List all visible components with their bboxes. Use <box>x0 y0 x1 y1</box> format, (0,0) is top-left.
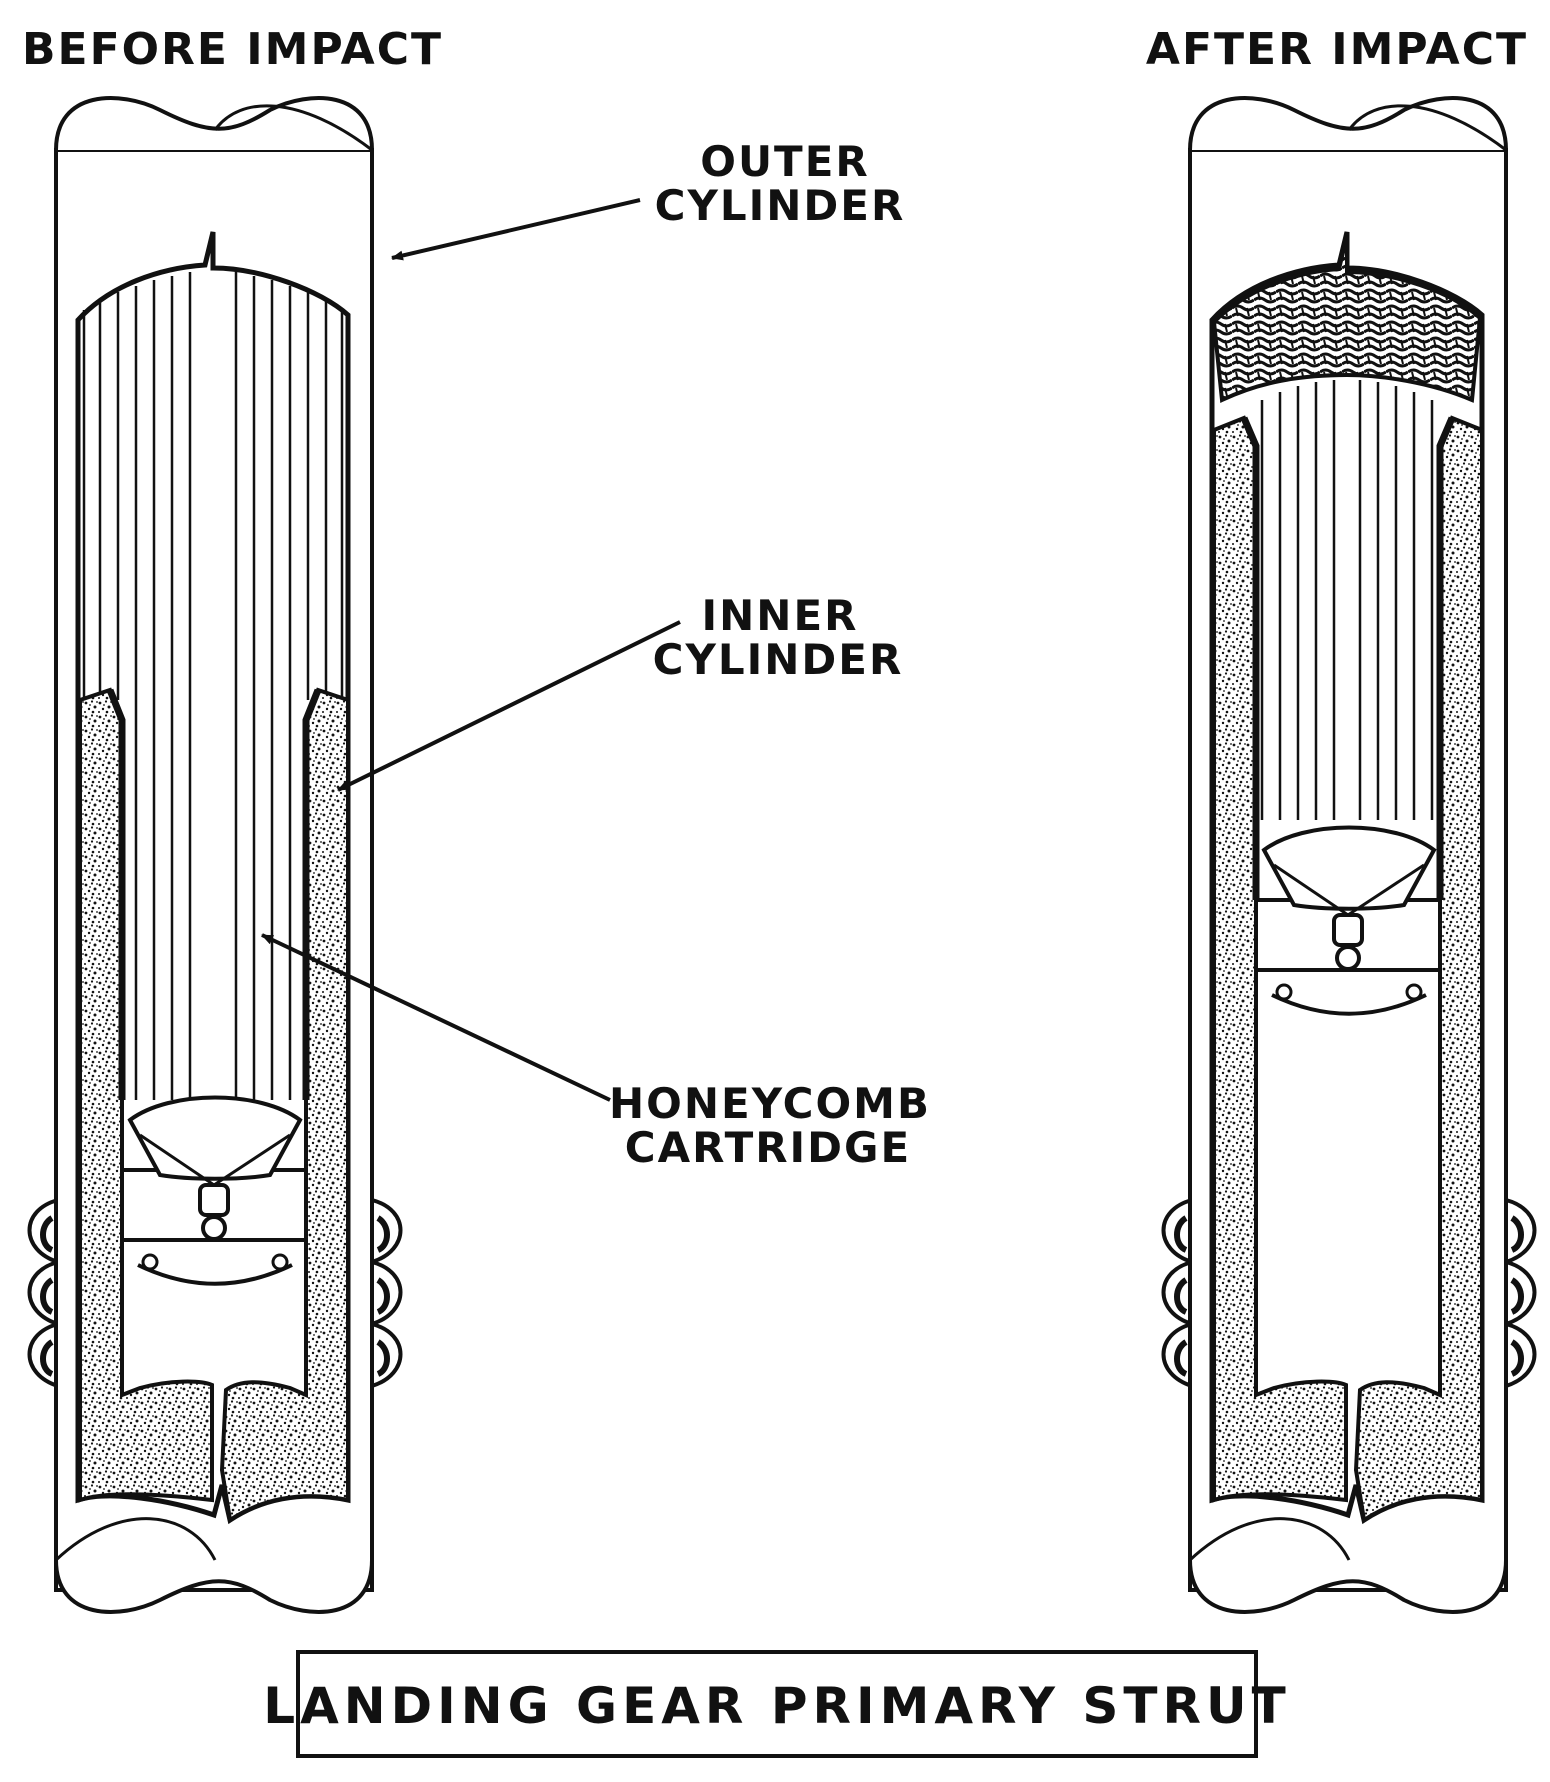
honeycomb-cartridge-after <box>1260 380 1434 820</box>
honeycomb-cartridge-leader <box>261 933 611 1102</box>
inner-cylinder-before <box>78 687 350 1524</box>
callout-inner-line2: CYLINDER <box>653 635 904 684</box>
callout-outer-line2: CYLINDER <box>655 181 906 230</box>
callout-outer-line1: OUTER <box>700 137 870 186</box>
piston-head-after <box>1254 825 1442 1016</box>
title-box <box>296 1650 1258 1758</box>
outer-cylinder-leader <box>391 198 641 261</box>
heading-before-impact: BEFORE IMPACT <box>22 24 443 75</box>
inner-cylinder-after <box>1212 415 1484 1524</box>
collar-fitting-right <box>1161 1197 1537 1389</box>
honeycomb-cartridge-before <box>82 272 344 1100</box>
collar-fitting-left <box>27 1197 403 1389</box>
inner-cylinder-leader <box>337 620 681 792</box>
strut-after-impact <box>1161 96 1537 1614</box>
figure-title: LANDING GEAR PRIMARY STRUT <box>263 1677 1291 1735</box>
heading-after-impact: AFTER IMPACT <box>1146 24 1528 75</box>
strut-before-impact <box>27 96 403 1614</box>
callout-inner-line1: INNER <box>702 591 859 640</box>
callout-honeycomb-line1: HONEYCOMB <box>609 1079 931 1128</box>
piston-head-before <box>120 1095 308 1286</box>
callout-honeycomb-line2: CARTRIDGE <box>625 1123 911 1172</box>
